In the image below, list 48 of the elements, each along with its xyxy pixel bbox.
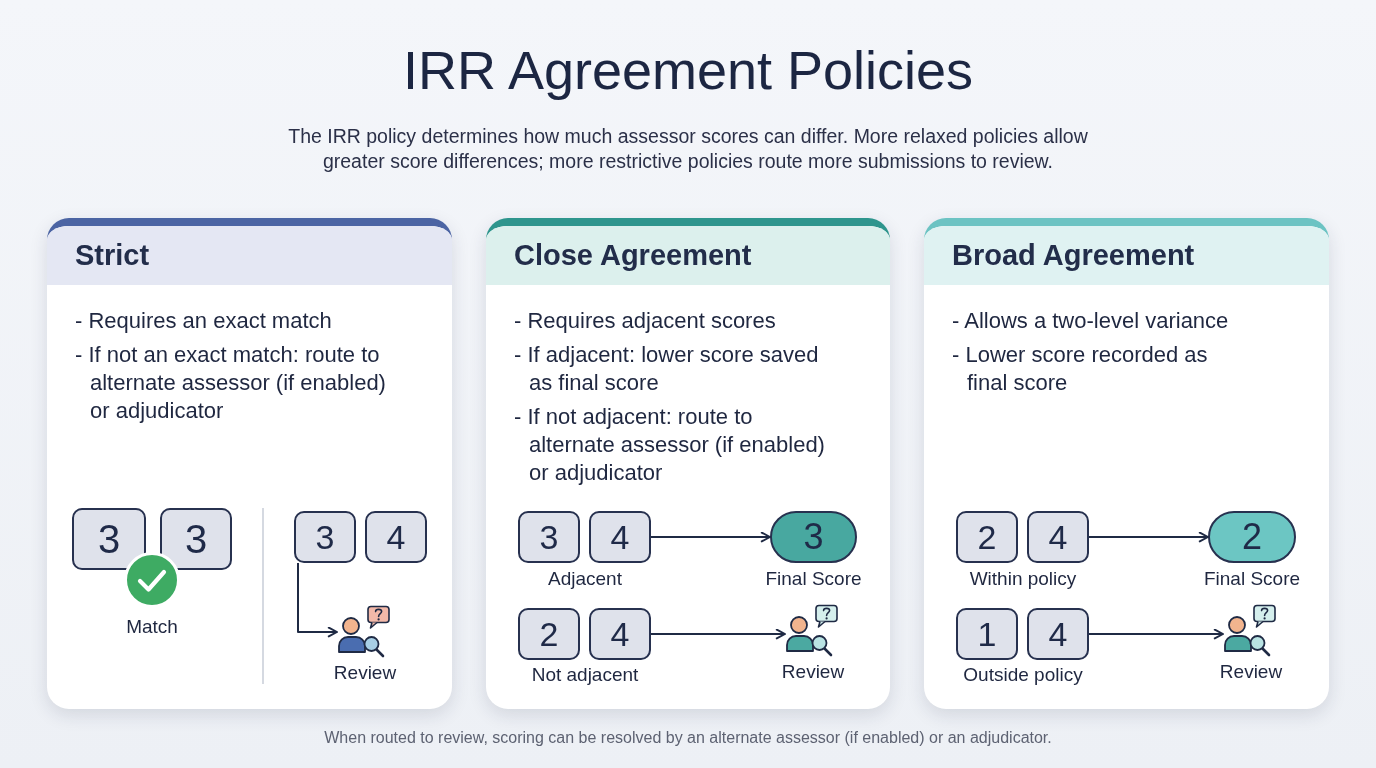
score-box: 4: [589, 511, 651, 563]
score-box: 4: [365, 511, 427, 563]
caption-text: Match: [126, 616, 178, 638]
score-box: 3: [72, 508, 146, 570]
score-box: 2: [518, 608, 580, 660]
bullet-text: - Allows a two-level variance: [952, 307, 1230, 335]
score-box: 4: [1027, 511, 1089, 563]
subtitle: The IRR policy determines how much assessor scores can differ. More relaxed policies allow greater score differences; more restrictive policies route more submissions to review.: [287, 124, 1089, 174]
arrow: [650, 628, 786, 640]
bullet-text: - If adjacent: lower score saved as final score: [514, 341, 820, 397]
reviewer-icon: [337, 605, 393, 659]
caption-text: Within policy: [969, 568, 1077, 590]
footnote: When routed to review, scoring can be resolved by an alternate assessor (if enabled) or an adjudicator.: [324, 728, 1052, 748]
score-box: 4: [1027, 608, 1089, 660]
arrow: [1088, 628, 1224, 640]
bullet-text: - If not an exact match: route to alternate assessor (if enabled) or adjudicator: [75, 341, 387, 425]
card-heading: Broad Agreement: [924, 226, 1329, 285]
caption-text: Review: [333, 662, 397, 684]
policy-card: [47, 218, 452, 709]
card-heading: Strict: [47, 226, 452, 285]
caption-text: Review: [1219, 661, 1283, 683]
final-score-pill: 3: [770, 511, 857, 563]
caption-text: Review: [781, 661, 845, 683]
score-box: 3: [160, 508, 232, 570]
arrow: [297, 562, 338, 638]
reviewer-icon: [785, 604, 841, 658]
arrow: [1088, 531, 1209, 543]
score-box: 4: [589, 608, 651, 660]
bullet-text: - Requires adjacent scores: [514, 307, 777, 335]
caption-text: Adjacent: [548, 568, 622, 590]
caption-text: Outside policy: [963, 664, 1083, 686]
final-score-pill: 2: [1208, 511, 1296, 563]
card-heading: Close Agreement: [486, 226, 890, 285]
caption-text: Final Score: [1203, 568, 1301, 590]
score-box: 1: [956, 608, 1018, 660]
caption-text: Not adjacent: [531, 664, 639, 686]
arrow: [650, 531, 771, 543]
score-box: 3: [294, 511, 356, 563]
reviewer-icon: [1223, 604, 1279, 658]
bullet-text: - If not adjacent: route to alternate assessor (if enabled) or adjudicator: [514, 403, 826, 487]
caption-text: Final Score: [765, 568, 862, 590]
bullet-text: - Lower score recorded as final score: [952, 341, 1209, 397]
title: IRR Agreement Policies: [402, 39, 974, 102]
score-box: 2: [956, 511, 1018, 563]
bullet-text: - Requires an exact match: [75, 307, 333, 335]
policy-card: [486, 218, 890, 709]
policy-card: [924, 218, 1329, 709]
score-box: 3: [518, 511, 580, 563]
